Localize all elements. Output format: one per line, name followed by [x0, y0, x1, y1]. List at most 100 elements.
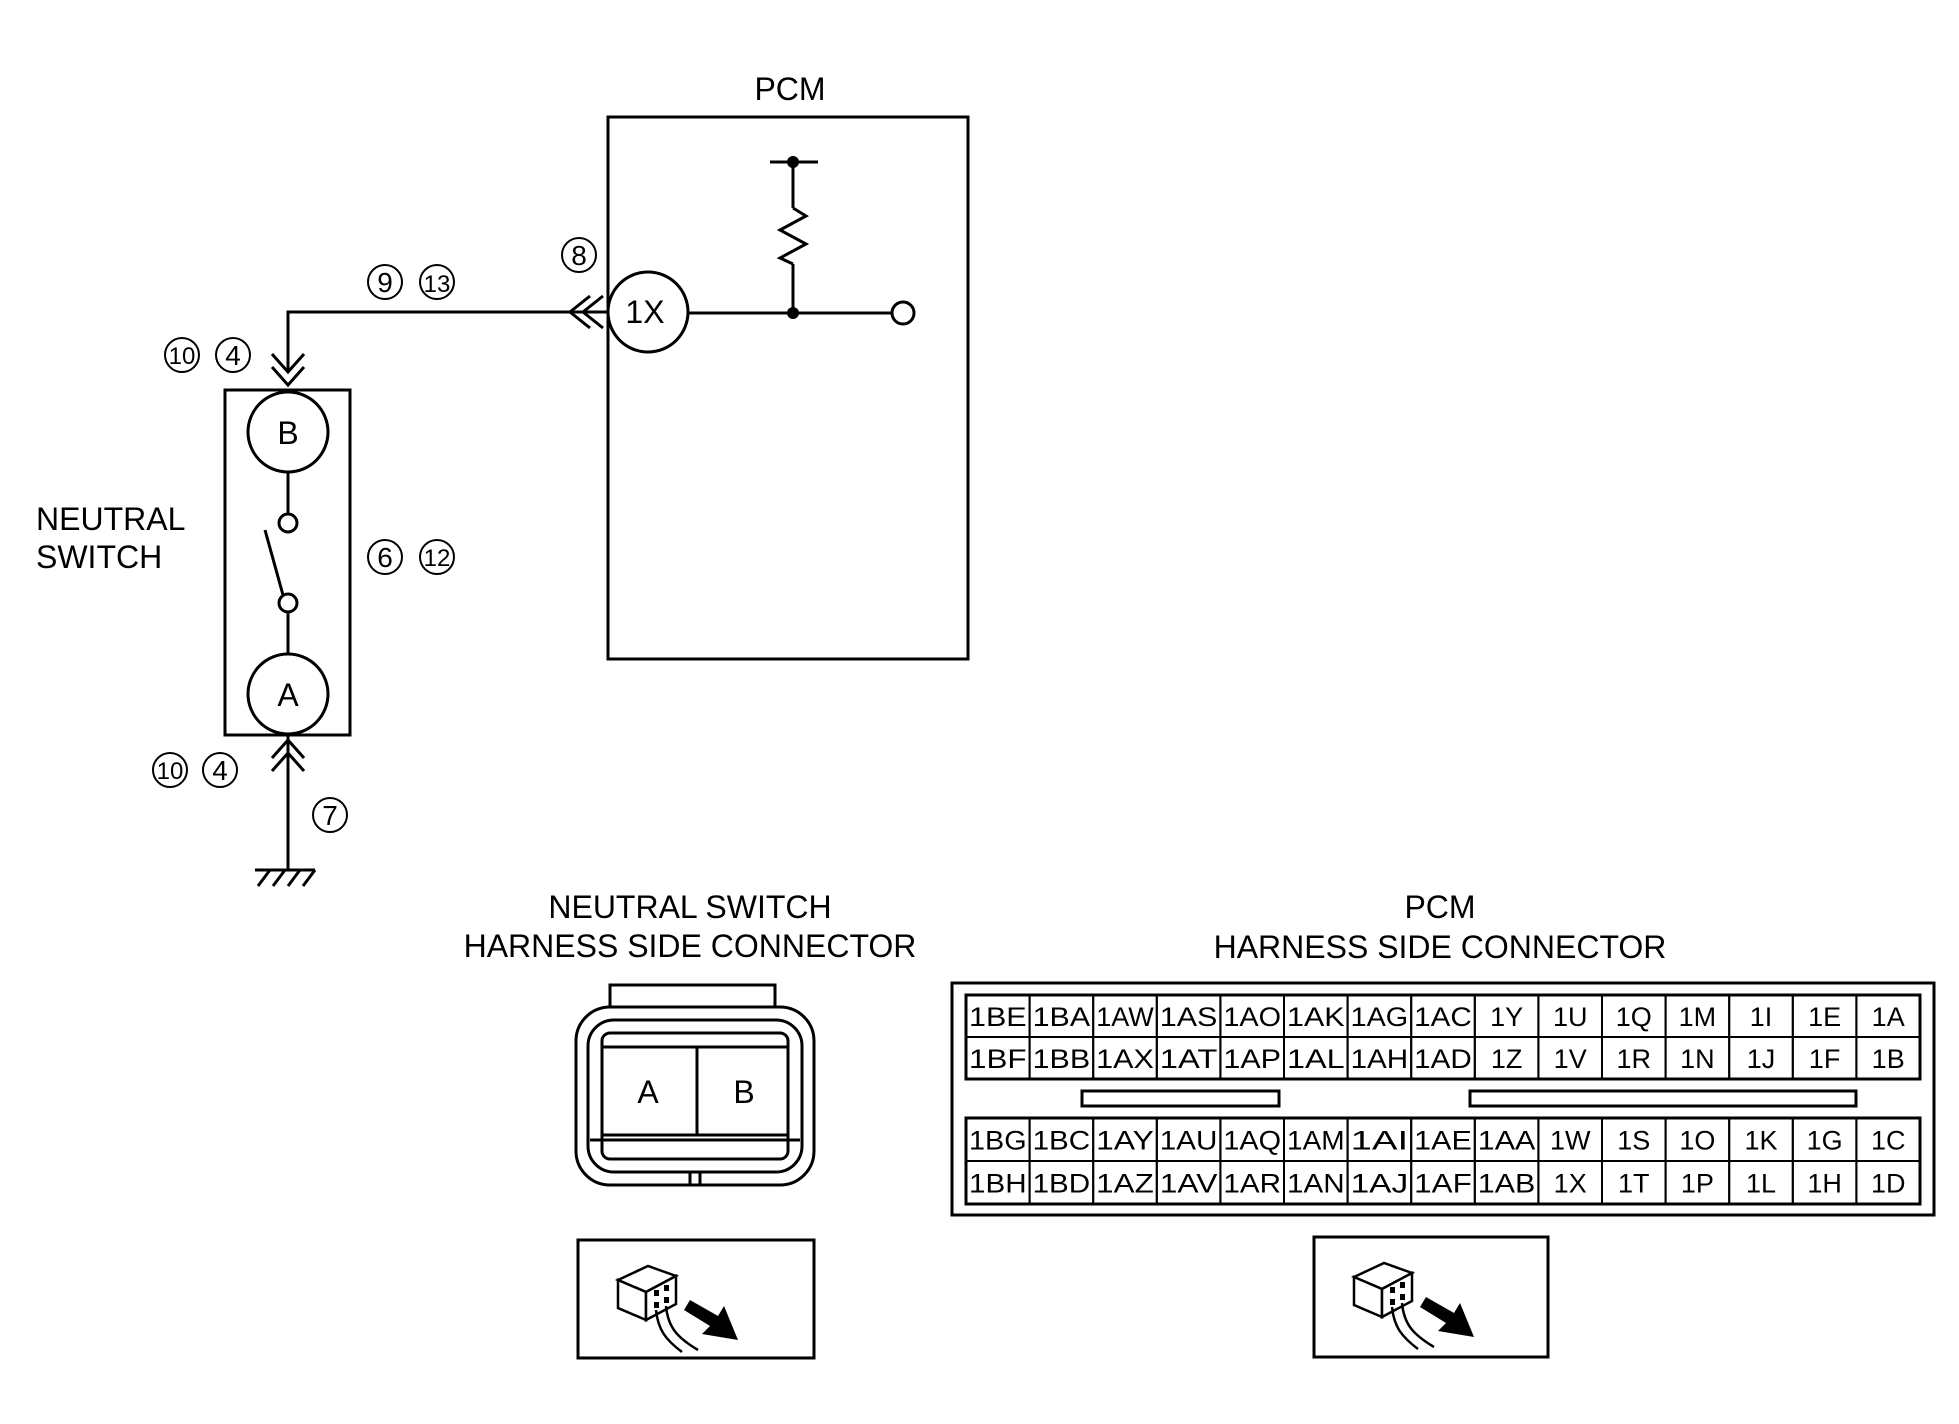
pcm-connector-arrow-icon: [567, 294, 604, 330]
pcm-pin-label: 1Y: [1490, 1002, 1523, 1032]
svg-text:6: 6: [377, 542, 393, 573]
pcm-connector-view-icon: [1312, 1235, 1550, 1359]
callout-4-top: 4: [215, 337, 251, 373]
pcm-pin-label: 1A: [1872, 1002, 1905, 1032]
pcm-pin-label: 1AH: [1351, 1044, 1409, 1074]
pcm-pin-label: 1J: [1747, 1044, 1776, 1074]
neutral-switch-label-line1: NEUTRAL: [36, 501, 185, 537]
switch-terminal-a: [246, 652, 330, 736]
pcm-pin-label: 1AX: [1096, 1044, 1154, 1074]
resistor-top-junction: [787, 156, 799, 168]
pcm-pin-label: 1BG: [969, 1126, 1027, 1156]
pcm-pin-label: 1AP: [1223, 1044, 1281, 1074]
pcm-pin-label: 1U: [1553, 1002, 1588, 1032]
svg-text:9: 9: [377, 267, 393, 298]
pcm-pin-cell: [1855, 1160, 1922, 1205]
callout-6: 6: [367, 539, 403, 575]
neutral-connector-title-line1: NEUTRAL SWITCH: [548, 889, 831, 925]
pcm-pin-label: 1BD: [1033, 1169, 1091, 1199]
pcm-box: [606, 115, 970, 661]
pcm-pin-label: 1AA: [1478, 1126, 1536, 1156]
pcm-terminal-1x-label: 1X: [625, 294, 664, 330]
pcm-pin-label: 1AJ: [1351, 1169, 1409, 1199]
callout-10-top: 10: [164, 337, 200, 373]
pcm-pin-label: 1BF: [969, 1044, 1027, 1074]
pcm-pin-label: 1F: [1809, 1044, 1841, 1074]
pcm-pin-label: 1Z: [1491, 1044, 1523, 1074]
switch-top-connector-arrow-icon: [270, 353, 306, 388]
ground-wire: [255, 736, 317, 887]
neutral-connector-pin-b: B: [733, 1074, 754, 1110]
pcm-pin-label: 1AL: [1287, 1044, 1345, 1074]
pcm-pin-label: 1AO: [1223, 1002, 1281, 1032]
pcm-pin-label: 1G: [1807, 1126, 1843, 1156]
pcm-pin-label: 1V: [1554, 1044, 1587, 1074]
callout-9: 9: [367, 264, 403, 300]
svg-text:10: 10: [169, 343, 196, 370]
signal-junction: [787, 307, 799, 319]
pcm-pin-label: 1AY: [1096, 1126, 1154, 1156]
pcm-pin-label: 1N: [1680, 1044, 1715, 1074]
pcm-pin-label: 1AF: [1414, 1169, 1472, 1199]
svg-text:7: 7: [322, 800, 338, 831]
pcm-pin-cell: [1855, 1036, 1922, 1080]
pcm-pin-label: 1AU: [1160, 1126, 1218, 1156]
svg-text:10: 10: [157, 758, 184, 785]
neutral-connector-face: [574, 983, 816, 1187]
pcm-pin-label: 1M: [1679, 1002, 1717, 1032]
callout-4-bottom: 4: [202, 752, 238, 788]
pcm-connector-title-line1: PCM: [1404, 889, 1475, 925]
pcm-pin-label: 1BA: [1033, 1002, 1091, 1032]
callout-7: 7: [312, 797, 348, 833]
pcm-pin-label: 1AC: [1414, 1002, 1472, 1032]
pcm-pin-label: 1AI: [1351, 1126, 1409, 1156]
switch-terminal-b-label: B: [277, 415, 298, 451]
callout-12: 12: [419, 539, 455, 575]
pcm-pin-label: 1W: [1550, 1126, 1591, 1156]
pcm-pin-label: 1Q: [1616, 1002, 1652, 1032]
switch-contacts: [263, 472, 299, 654]
pull-up-resistor: [688, 160, 896, 315]
pcm-pin-label: 1BH: [969, 1169, 1027, 1199]
signal-wire: [286, 310, 608, 370]
pcm-pin-label: 1T: [1618, 1169, 1650, 1199]
pcm-pin-label: 1AV: [1160, 1169, 1218, 1199]
pcm-pin-label: 1C: [1871, 1126, 1906, 1156]
callout-10-bottom: 10: [152, 752, 188, 788]
pcm-pin-label: 1AQ: [1223, 1126, 1281, 1156]
pcm-pin-label: 1AW: [1096, 1002, 1154, 1032]
pcm-pin-label: 1BE: [969, 1002, 1027, 1032]
pcm-pin-label: 1AK: [1287, 1002, 1345, 1032]
pcm-pin-label: 1P: [1681, 1169, 1714, 1199]
pcm-pin-label: 1H: [1807, 1169, 1842, 1199]
neutral-connector-pin-a: A: [637, 1074, 659, 1110]
svg-text:8: 8: [571, 240, 587, 271]
pcm-pin-label: 1BC: [1033, 1126, 1091, 1156]
svg-text:13: 13: [424, 271, 451, 298]
pcm-pin-label: 1S: [1617, 1126, 1650, 1156]
pcm-pin-label: 1D: [1871, 1169, 1906, 1199]
pcm-pin-label: 1E: [1808, 1002, 1841, 1032]
pcm-pin-label: 1I: [1750, 1002, 1773, 1032]
pcm-pin-label: 1BB: [1033, 1044, 1091, 1074]
callout-13: 13: [419, 264, 455, 300]
pcm-pin-label: 1AZ: [1096, 1169, 1154, 1199]
pcm-pin-label: 1AM: [1287, 1126, 1345, 1156]
neutral-switch-label-line2: SWITCH: [36, 539, 162, 575]
pcm-pin-label: 1B: [1872, 1044, 1905, 1074]
pcm-pin-label: 1AN: [1287, 1169, 1345, 1199]
pcm-pin-label: 1L: [1746, 1169, 1776, 1199]
pcm-pin-label: 1AG: [1351, 1002, 1409, 1032]
pcm-pin-label: 1O: [1679, 1126, 1715, 1156]
svg-text:12: 12: [424, 545, 451, 572]
pcm-pin-label: 1AT: [1160, 1044, 1218, 1074]
pcm-label: PCM: [754, 71, 825, 107]
pcm-pin-label: 1AB: [1478, 1169, 1536, 1199]
pcm-pin-label: 1AE: [1414, 1126, 1472, 1156]
neutral-connector-title-line2: HARNESS SIDE CONNECTOR: [464, 928, 917, 964]
pcm-connector-title-line2: HARNESS SIDE CONNECTOR: [1214, 929, 1667, 965]
pcm-pin-label: 1R: [1617, 1044, 1652, 1074]
